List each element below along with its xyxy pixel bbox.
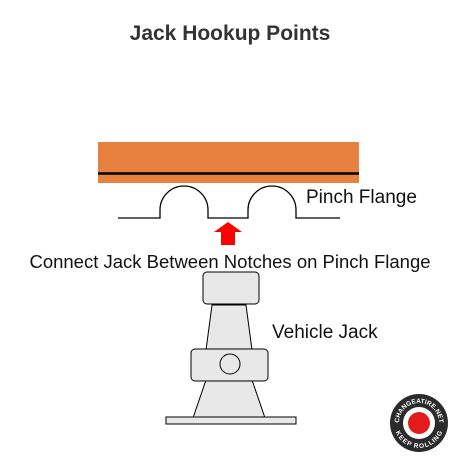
vehicle-body-panel [98, 142, 359, 183]
vehicle-jack [165, 271, 297, 425]
body-panel-top [98, 142, 359, 173]
jack-saddle [202, 271, 260, 305]
jack-screw-circle [219, 353, 241, 375]
changeatire-logo: CHANGEATIRE.NET KEEP ROLLING [387, 391, 451, 455]
pinch-flange-label: Pinch Flange [306, 187, 417, 208]
vehicle-jack-label: Vehicle Jack [272, 322, 378, 343]
jack-base-plate [165, 416, 297, 425]
jack-upper-body [205, 304, 253, 351]
jack-lower-body [192, 379, 266, 419]
body-panel-bottom [98, 174, 359, 183]
pinch-flange-line [118, 185, 340, 219]
up-arrow-icon [214, 222, 242, 245]
diagram-title: Jack Hookup Points [129, 22, 331, 45]
instruction-label: Connect Jack Between Notches on Pinch Fl… [29, 251, 431, 272]
